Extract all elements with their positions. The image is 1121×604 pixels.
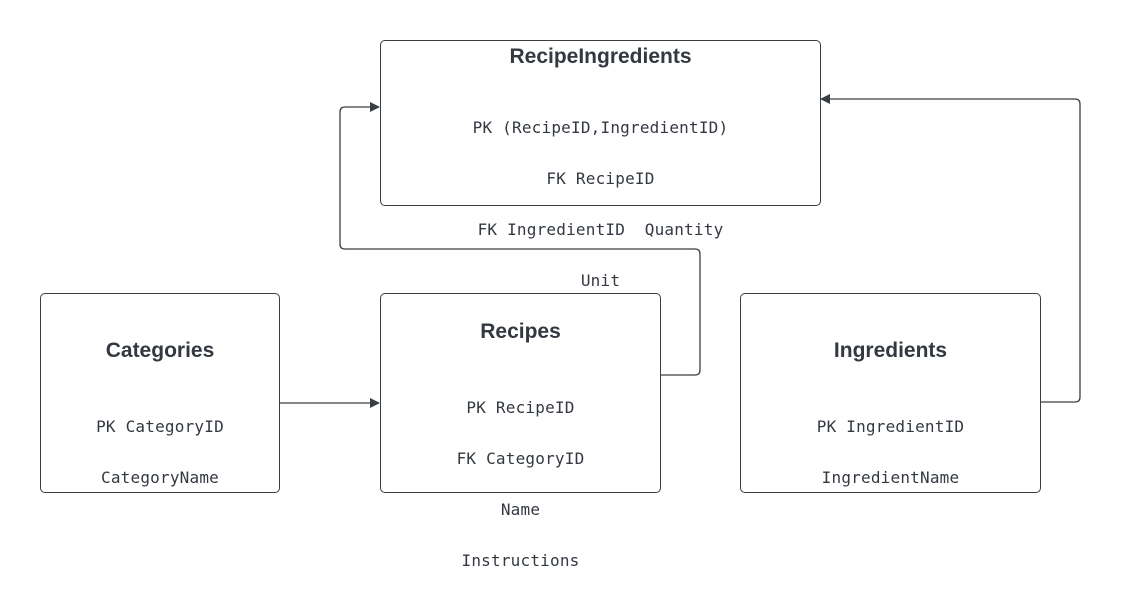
field: FK RecipeID <box>546 169 655 188</box>
entity-fields: PK RecipeID FK CategoryID Name Instructi… <box>381 365 660 603</box>
field: Instructions <box>461 551 580 570</box>
entity-fields: PK CategoryID CategoryName <box>41 384 279 520</box>
field: PK CategoryID <box>96 417 224 436</box>
field: Unit <box>580 271 621 290</box>
entity-ingredients: Ingredients PK IngredientID IngredientNa… <box>740 293 1041 493</box>
field: PK IngredientID <box>816 417 965 436</box>
entity-fields: PK (RecipeID,IngredientID) FK RecipeID F… <box>381 85 820 323</box>
connector-layer <box>280 94 1081 408</box>
er-diagram: RecipeIngredients PK (RecipeID,Ingredien… <box>40 40 1081 569</box>
entity-title: Categories <box>105 339 215 362</box>
field: CategoryName <box>101 468 219 487</box>
field: Name <box>500 500 541 519</box>
entity-title: RecipeIngredients <box>509 45 692 68</box>
connector-recipes-to-recipeingredients <box>339 102 701 376</box>
field: IngredientName <box>821 468 960 487</box>
field: PK (RecipeID,IngredientID) <box>472 118 729 137</box>
entity-fields: PK IngredientID IngredientName <box>741 384 1040 520</box>
entity-title: Recipes <box>480 320 561 343</box>
field: FK IngredientID Quantity <box>477 220 724 239</box>
entity-recipes: Recipes PK RecipeID FK CategoryID Name I… <box>380 293 661 569</box>
entity-title: Ingredients <box>833 339 948 362</box>
field: FK CategoryID <box>456 449 585 468</box>
connector-ingredients-to-recipeingredients <box>820 94 1081 403</box>
entity-recipeingredients: RecipeIngredients PK (RecipeID,Ingredien… <box>380 40 821 289</box>
entity-categories: Categories PK CategoryID CategoryName <box>40 293 280 493</box>
field: PK RecipeID <box>466 398 575 417</box>
